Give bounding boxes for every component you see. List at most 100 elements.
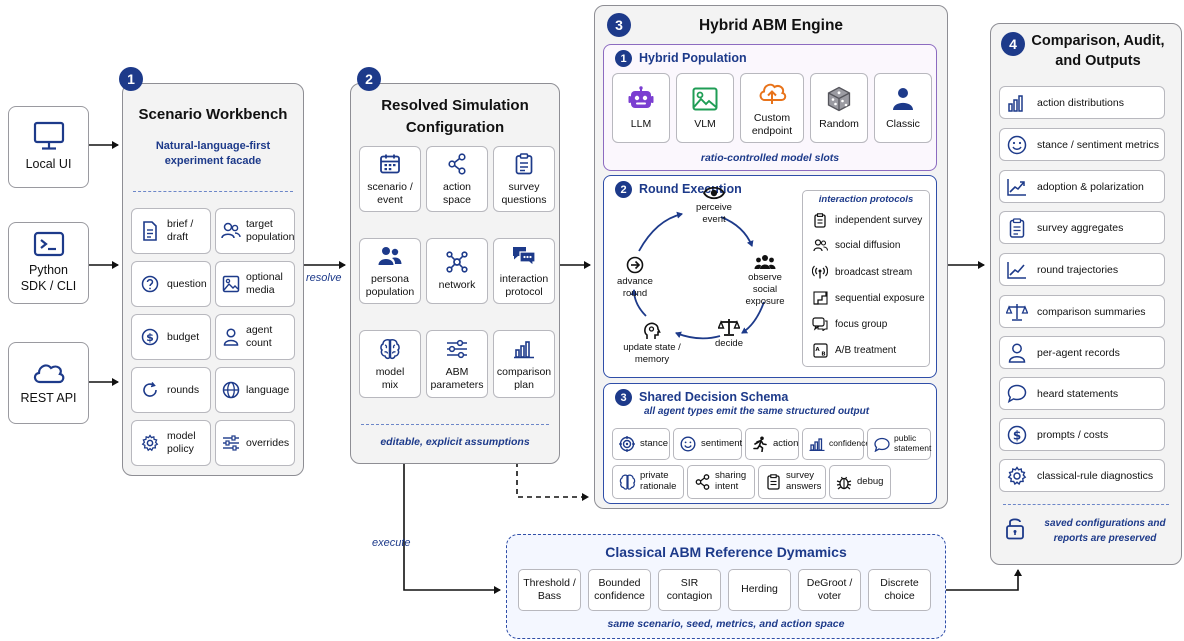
workbench-item-model-policy[interactable]: model policy — [131, 420, 211, 466]
bar-chart-icon — [514, 341, 534, 359]
person-icon — [223, 328, 239, 346]
head-icon — [644, 322, 661, 339]
output-classical-rule-diagnostics[interactable]: classical-rule diagnostics — [999, 459, 1165, 492]
workbench-item-target-population[interactable]: target population — [215, 208, 295, 254]
config-item-persona-population[interactable]: persona population — [359, 238, 421, 304]
lock-icon — [1006, 518, 1024, 540]
item-label: rounds — [167, 383, 200, 396]
trend-icon — [1007, 178, 1026, 196]
workbench-item-rounds[interactable]: rounds — [131, 367, 211, 413]
workbench-item-overrides[interactable]: overrides — [215, 420, 295, 466]
workbench-item-optional-media[interactable]: optional media — [215, 261, 295, 307]
output-adoption-polarization[interactable]: adoption & polarization — [999, 170, 1165, 203]
workbench-item-agent-count[interactable]: agent count — [215, 314, 295, 360]
protocol-label: focus group — [835, 318, 888, 330]
round-step-observe: observe social exposure — [734, 254, 796, 308]
field-label: survey answers — [786, 470, 822, 492]
panel-subtitle: Natural-language-first experiment facade — [155, 140, 271, 167]
classical-model-sir[interactable]: SIR contagion — [658, 569, 721, 611]
output-stance-sentiment-metrics[interactable]: stance / sentiment metrics — [999, 128, 1165, 161]
classical-model-threshold[interactable]: Threshold / Bass — [518, 569, 581, 611]
schema-field-private-rationale[interactable]: private rationale — [612, 465, 684, 499]
entry-rest-api[interactable]: REST API — [8, 342, 89, 424]
protocol-focus-group[interactable]: focus group — [811, 317, 887, 331]
resolved-config-panel: 2 Resolved Simulation Configuration scen… — [350, 67, 560, 464]
schema-field-stance[interactable]: stance — [612, 428, 670, 460]
config-item-comparison-plan[interactable]: comparison plan — [493, 330, 555, 398]
section-number-badge: 1 — [615, 50, 632, 67]
output-round-trajectories[interactable]: round trajectories — [999, 253, 1165, 286]
svg-text:$: $ — [1013, 428, 1021, 442]
model-slot-custom-endpoint[interactable]: Custom endpoint — [740, 73, 804, 143]
output-label: comparison summaries — [1037, 305, 1146, 318]
output-label: prompts / costs — [1037, 428, 1109, 441]
cloud-upload-icon — [759, 83, 787, 104]
workbench-item-language[interactable]: language — [215, 367, 295, 413]
users-icon — [812, 239, 828, 252]
schema-field-debug[interactable]: debug — [829, 465, 891, 499]
config-item-network[interactable]: network — [426, 238, 488, 304]
field-label: public statement — [894, 433, 932, 453]
model-slot-classic[interactable]: Classic — [874, 73, 932, 143]
model-label: LLM — [630, 118, 652, 131]
protocol-independent-survey[interactable]: independent survey — [811, 213, 922, 228]
model-slot-vlm[interactable]: VLM — [676, 73, 734, 143]
config-item-scenario[interactable]: scenario / event — [359, 146, 421, 212]
item-label: question — [167, 277, 207, 290]
output-per-agent-records[interactable]: per-agent records — [999, 336, 1165, 369]
output-survey-aggregates[interactable]: survey aggregates — [999, 211, 1165, 244]
protocol-sequential-exposure[interactable]: sequential exposure — [811, 291, 925, 305]
svg-text:$: $ — [146, 331, 154, 344]
workbench-item-budget[interactable]: $ budget — [131, 314, 211, 360]
schema-field-sentiment[interactable]: sentiment — [673, 428, 742, 460]
model-label: DeGroot / voter — [806, 576, 853, 602]
schema-field-confidence[interactable]: confidence — [802, 428, 870, 460]
bug-icon — [836, 476, 852, 490]
model-label: SIR contagion — [666, 576, 713, 602]
scenario-workbench-panel: 1 Scenario Workbench Natural-language-fi… — [119, 67, 304, 476]
question-icon — [141, 275, 159, 293]
field-label: stance — [640, 437, 668, 449]
clipboard-icon — [515, 153, 533, 175]
people-icon — [378, 246, 402, 265]
output-label: heard statements — [1037, 387, 1119, 400]
calendar-icon — [380, 154, 400, 174]
workbench-item-question[interactable]: question — [131, 261, 211, 307]
network-icon — [446, 251, 468, 273]
entry-local-ui[interactable]: Local UI — [8, 106, 89, 188]
clipboard-icon — [1009, 217, 1025, 238]
classical-model-bounded-confidence[interactable]: Bounded confidence — [588, 569, 651, 611]
schema-field-sharing-intent[interactable]: sharing intent — [687, 465, 755, 499]
model-slot-random[interactable]: Random — [810, 73, 868, 143]
output-action-distributions[interactable]: action distributions — [999, 86, 1165, 119]
output-prompts-costs[interactable]: $ prompts / costs — [999, 418, 1165, 451]
config-item-abm-parameters[interactable]: ABM parameters — [426, 330, 488, 398]
model-slot-llm[interactable]: LLM — [612, 73, 670, 143]
protocol-broadcast-stream[interactable]: broadcast stream — [811, 265, 912, 279]
schema-field-survey-answers[interactable]: survey answers — [758, 465, 826, 499]
config-item-model-mix[interactable]: model mix — [359, 330, 421, 398]
workbench-item-brief[interactable]: brief / draft — [131, 208, 211, 254]
section-footer: ratio-controlled model slots — [700, 152, 840, 164]
classical-model-herding[interactable]: Herding — [728, 569, 791, 611]
panel-title: Classical ABM Reference Dymamics — [605, 544, 847, 560]
gear-icon — [141, 434, 159, 452]
divider — [1003, 504, 1169, 505]
schema-field-action[interactable]: action — [745, 428, 799, 460]
protocol-social-diffusion[interactable]: social diffusion — [811, 239, 900, 252]
output-comparison-summaries[interactable]: comparison summaries — [999, 295, 1165, 328]
item-label: scenario / event — [367, 180, 413, 206]
output-heard-statements[interactable]: heard statements — [999, 377, 1165, 410]
schema-field-public-statement[interactable]: public statement — [867, 428, 931, 460]
terminal-icon — [33, 232, 64, 257]
config-item-action-space[interactable]: action space — [426, 146, 488, 212]
config-item-survey-questions[interactable]: survey questions — [493, 146, 555, 212]
panel-title: Scenario Workbench — [138, 106, 288, 123]
entry-python-sdk[interactable]: Python SDK / CLI — [8, 222, 89, 304]
config-item-interaction-protocol[interactable]: interaction protocol — [493, 238, 555, 304]
field-label: action — [773, 437, 799, 449]
classical-model-discrete-choice[interactable]: Discrete choice — [868, 569, 931, 611]
classical-model-degroot[interactable]: DeGroot / voter — [798, 569, 861, 611]
